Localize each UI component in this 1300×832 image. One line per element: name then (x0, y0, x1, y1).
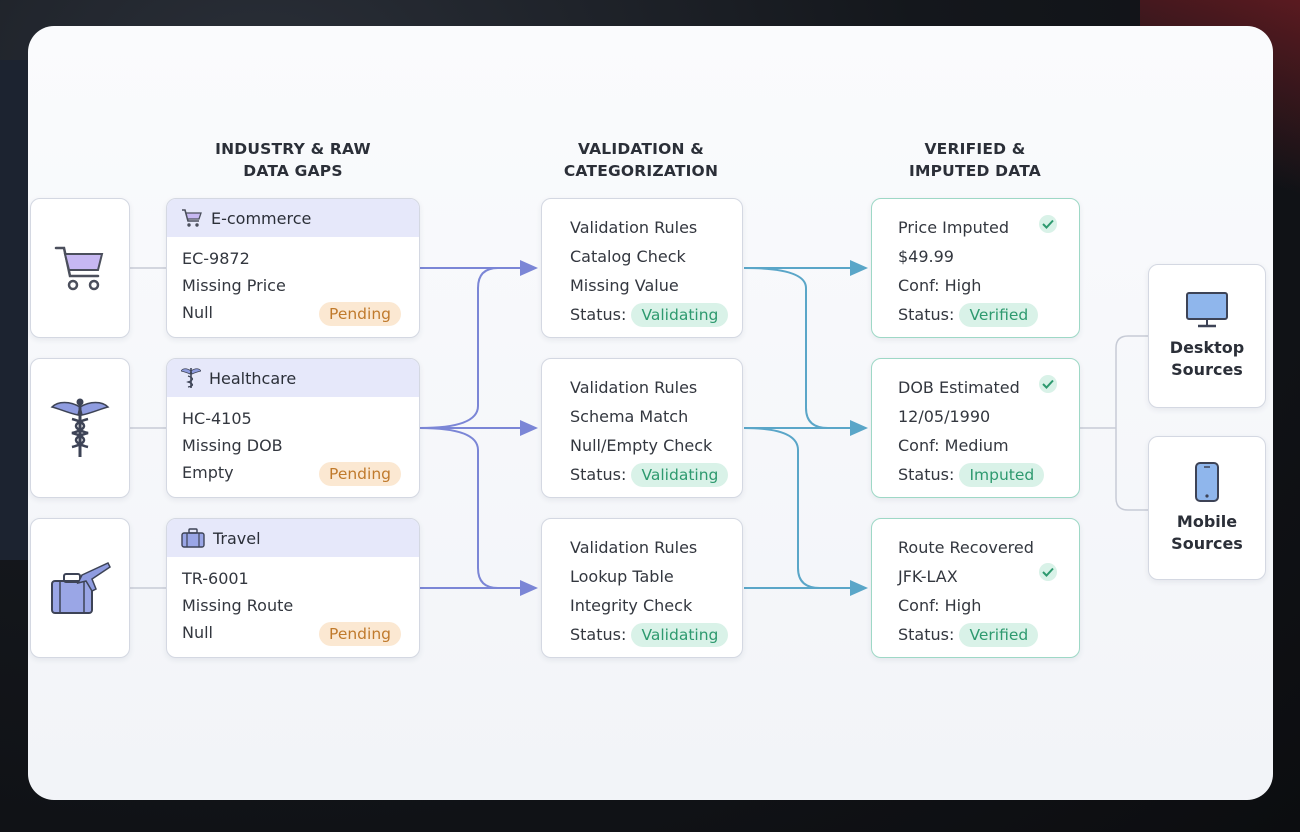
check-icon (1039, 375, 1057, 393)
status-label: Status: (570, 465, 627, 484)
validation-title: Validation Rules (570, 378, 698, 397)
result-card-price: Price Imputed $49.99 Conf: High Status: … (871, 198, 1080, 338)
status-label: Status: (898, 625, 955, 644)
device-label: Sources (1171, 534, 1243, 553)
result-title: DOB Estimated (898, 378, 1020, 397)
status-badge: Pending (319, 622, 401, 646)
status-badge: Imputed (959, 463, 1045, 487)
result-value: $49.99 (898, 247, 954, 266)
validation-card-ecommerce: Validation Rules Catalog Check Missing V… (541, 198, 743, 338)
industry-name: Travel (213, 528, 261, 548)
raw-value: Null (182, 303, 213, 322)
check-icon (1039, 563, 1057, 581)
header-validation: VALIDATION &CATEGORIZATION (563, 140, 719, 180)
validation-check: Lookup Table (570, 567, 674, 586)
status-label: Status: (898, 465, 955, 484)
confidence-text: Conf: Medium (898, 436, 1009, 455)
result-card-route: Route Recovered JFK-LAX Conf: High Statu… (871, 518, 1080, 658)
validation-title: Validation Rules (570, 218, 698, 237)
source-card-travel: Travel TR-6001 Missing Route Null Pendin… (166, 518, 420, 658)
issue-text: Missing Route (182, 596, 294, 615)
status-label: Status: (570, 305, 627, 324)
industry-name: E-commerce (211, 208, 312, 228)
status-badge: Verified (959, 303, 1039, 327)
status-badge: Validating (631, 463, 729, 487)
source-header: E-commerce (167, 199, 419, 237)
validation-card-travel: Validation Rules Lookup Table Integrity … (541, 518, 743, 658)
result-value: 12/05/1990 (898, 407, 991, 426)
record-id: EC-9872 (182, 249, 250, 268)
validation-check: Integrity Check (570, 596, 693, 615)
record-id: TR-6001 (182, 569, 249, 588)
status-badge: Pending (319, 302, 401, 326)
connector-lines (130, 260, 1148, 596)
check-icon (1039, 215, 1057, 233)
industry-icon-card-healthcare (30, 358, 130, 498)
smartphone-icon (1195, 462, 1219, 502)
status-label: Status: (898, 305, 955, 324)
validation-check: Missing Value (570, 276, 679, 295)
source-header: Travel (167, 519, 419, 557)
validation-card-healthcare: Validation Rules Schema Match Null/Empty… (541, 358, 743, 498)
record-id: HC-4105 (182, 409, 252, 428)
industry-name: Healthcare (209, 368, 297, 388)
validation-check: Catalog Check (570, 247, 686, 266)
issue-text: Missing DOB (182, 436, 283, 455)
validation-check: Null/Empty Check (570, 436, 713, 455)
validation-check: Schema Match (570, 407, 689, 426)
source-card-ecommerce: E-commerce EC-9872 Missing Price Null Pe… (166, 198, 420, 338)
header-verified: VERIFIED &IMPUTED DATA (909, 140, 1041, 180)
status-label: Status: (570, 625, 627, 644)
device-label: Mobile (1176, 512, 1238, 531)
caduceus-icon (181, 368, 201, 388)
device-label: Desktop (1169, 338, 1245, 357)
raw-value: Empty (182, 463, 234, 482)
confidence-text: Conf: High (898, 596, 982, 615)
confidence-text: Conf: High (898, 276, 982, 295)
luggage-icon (181, 528, 205, 548)
result-title: Price Imputed (898, 218, 1009, 237)
caduceus-icon (50, 398, 110, 457)
source-header: Healthcare (167, 359, 419, 397)
industry-icon-card-ecommerce (30, 198, 130, 338)
cart-icon (182, 209, 202, 227)
status-badge: Validating (631, 303, 729, 327)
status-badge: Pending (319, 462, 401, 486)
status-badge: Verified (959, 623, 1039, 647)
result-card-dob: DOB Estimated 12/05/1990 Conf: Medium St… (871, 358, 1080, 498)
cart-icon (54, 246, 104, 291)
industry-icon-card-travel (30, 518, 130, 658)
result-value: JFK-LAX (898, 567, 958, 586)
luggage-icon (51, 562, 111, 614)
source-card-healthcare: Healthcare HC-4105 Missing DOB Empty Pen… (166, 358, 420, 498)
raw-value: Null (182, 623, 213, 642)
status-badge: Validating (631, 623, 729, 647)
issue-text: Missing Price (182, 276, 286, 295)
result-title: Route Recovered (898, 538, 1034, 557)
monitor-icon (1186, 292, 1228, 328)
validation-title: Validation Rules (570, 538, 698, 557)
device-label: Sources (1171, 360, 1243, 379)
